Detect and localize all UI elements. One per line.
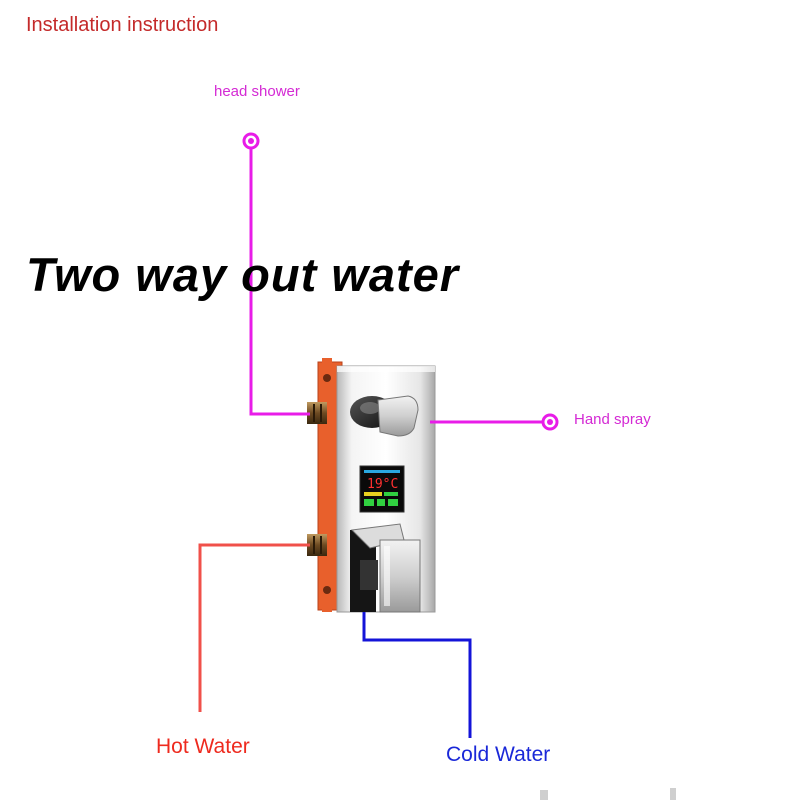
head-shower-label: head shower — [214, 83, 300, 100]
hand-spray-pipe — [430, 413, 559, 431]
hot-water-pipe — [198, 543, 310, 712]
hot-water-label: Hot Water — [156, 735, 250, 758]
headline: Two way out water — [26, 248, 460, 301]
upper-pipe-connector — [307, 402, 327, 424]
hand-spray-label: Hand spray — [574, 411, 651, 428]
cold-water-label: Cold Water — [446, 743, 551, 766]
lower-pipe-connector — [307, 534, 327, 556]
bottom-edge-fragment — [540, 788, 676, 800]
digital-display: 19°C — [359, 465, 405, 513]
page-title: Installation instruction — [26, 14, 219, 36]
display-temperature: 19°C — [367, 477, 398, 492]
diverter-handle — [350, 395, 419, 437]
mixer-lever — [350, 523, 421, 613]
cold-water-pipe — [362, 612, 472, 738]
head-shower-pipe — [242, 132, 310, 416]
